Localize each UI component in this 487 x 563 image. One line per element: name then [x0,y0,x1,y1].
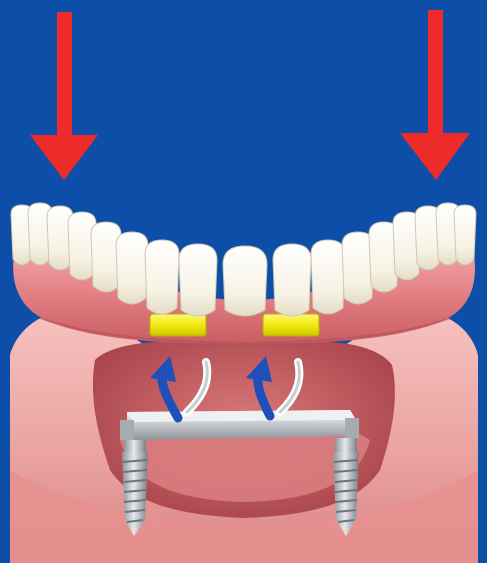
connecting-bar [120,410,359,440]
tooth [145,240,179,314]
tooth [273,244,311,316]
tooth [116,232,148,304]
tooth [454,205,476,265]
right-attachment-clip [263,314,319,336]
tooth [223,246,267,316]
tooth [179,244,217,316]
tooth [311,240,345,314]
left-implant [122,438,148,536]
left-attachment-clip [150,314,206,336]
right-implant [333,438,359,536]
